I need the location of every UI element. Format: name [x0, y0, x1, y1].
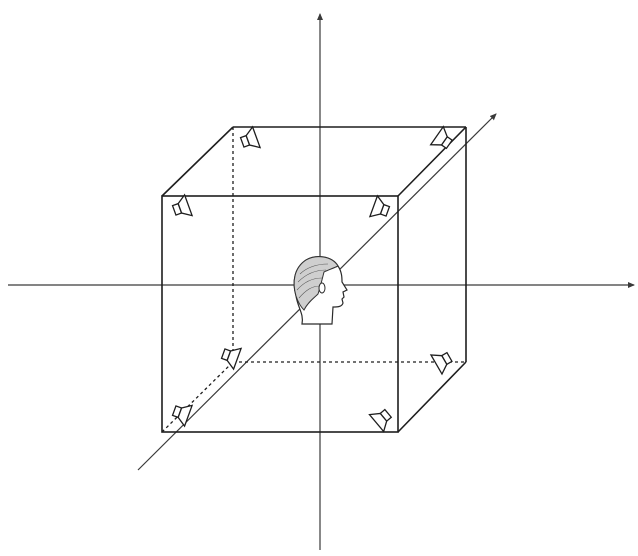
cube-bottom-left-hidden-connector — [162, 362, 233, 432]
speaker-icon — [370, 196, 392, 222]
speaker-icon — [238, 127, 260, 153]
cube-top-right-connector — [398, 127, 466, 196]
speaker-icon — [370, 405, 396, 431]
cube-top-left-connector — [162, 127, 233, 196]
speaker-icon — [170, 195, 192, 221]
speaker-icon — [219, 343, 241, 369]
head-icon — [294, 257, 347, 324]
cube-bottom-right-connector — [398, 362, 466, 432]
speaker-icon — [170, 400, 192, 426]
speaker-icon — [431, 347, 455, 374]
